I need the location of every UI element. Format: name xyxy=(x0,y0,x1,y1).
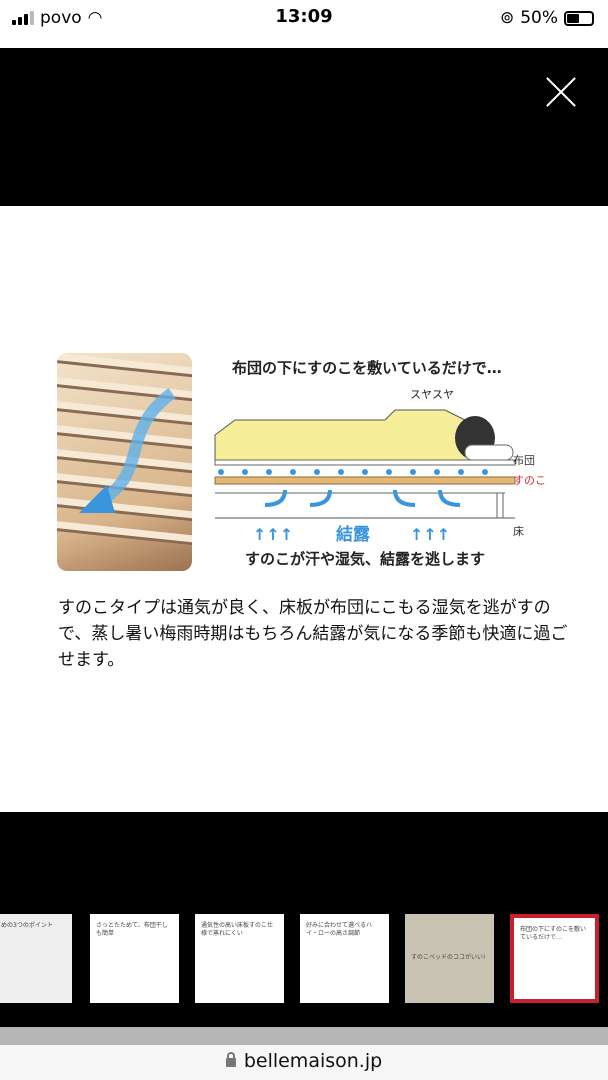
description-text: すのこタイプは通気が良く、床板が布団にこもる湿気を逃がすので、蒸し暑い梅雨時期は… xyxy=(58,598,568,670)
lock-icon xyxy=(225,1052,236,1067)
sunoko-label: すのこ xyxy=(513,474,546,487)
thumbnail-3[interactable]: 通気性の高い床板すのこ仕様で蒸れにくい xyxy=(195,914,284,1003)
condensation-label: 結露 xyxy=(336,524,371,545)
battery-icon xyxy=(564,10,594,26)
snore-text: スヤスヤ xyxy=(410,388,454,401)
orientation-lock-icon: ⊚ xyxy=(499,8,515,28)
wifi-icon: ◠ xyxy=(87,8,103,28)
airflow-arrow-icon xyxy=(79,388,176,513)
thumbnail-5[interactable]: すのこベッドのココがいい! xyxy=(405,914,494,1003)
floor-label: 床 xyxy=(513,524,524,538)
ventilation-diagram: スヤスヤ ↑↑↑ ↑↑↑ 結露 布団 すのこ 床 xyxy=(214,388,546,545)
diagram-caption: すのこが汗や湿気、結露を逃します xyxy=(245,550,486,568)
url-bar[interactable]: bellemaison.jp xyxy=(0,1045,608,1080)
futon-label: 布団 xyxy=(513,454,535,467)
diagram-title: 布団の下にすのこを敷いているだけで… xyxy=(232,359,502,377)
viewer-header xyxy=(0,48,608,206)
thumbnail-6-selected[interactable]: 布団の下にすのこを敷いているだけで… xyxy=(510,914,599,1003)
battery-percent: 50% xyxy=(520,8,558,28)
signal-icon xyxy=(12,11,34,25)
toolbar-divider xyxy=(0,1027,608,1045)
svg-text:↑↑↑: ↑↑↑ xyxy=(253,525,293,544)
carrier: povo xyxy=(40,8,82,28)
status-bar: povo ◠ 13:09 ⊚ 50% xyxy=(0,0,608,48)
thumbnail-4[interactable]: 好みに合わせて選べるハイ・ローの高さ調節 xyxy=(300,914,389,1003)
sunoko-photo xyxy=(57,353,192,571)
clock: 13:09 xyxy=(275,6,333,27)
url-domain: bellemaison.jp xyxy=(243,1050,383,1072)
thumbnail-1[interactable]: すすめの3つのポイント xyxy=(0,914,72,1003)
close-icon[interactable] xyxy=(544,75,578,109)
svg-text:↑↑↑: ↑↑↑ xyxy=(410,525,450,544)
thumbnail-2[interactable]: さっとたためて、布団干しも簡単 xyxy=(90,914,179,1003)
